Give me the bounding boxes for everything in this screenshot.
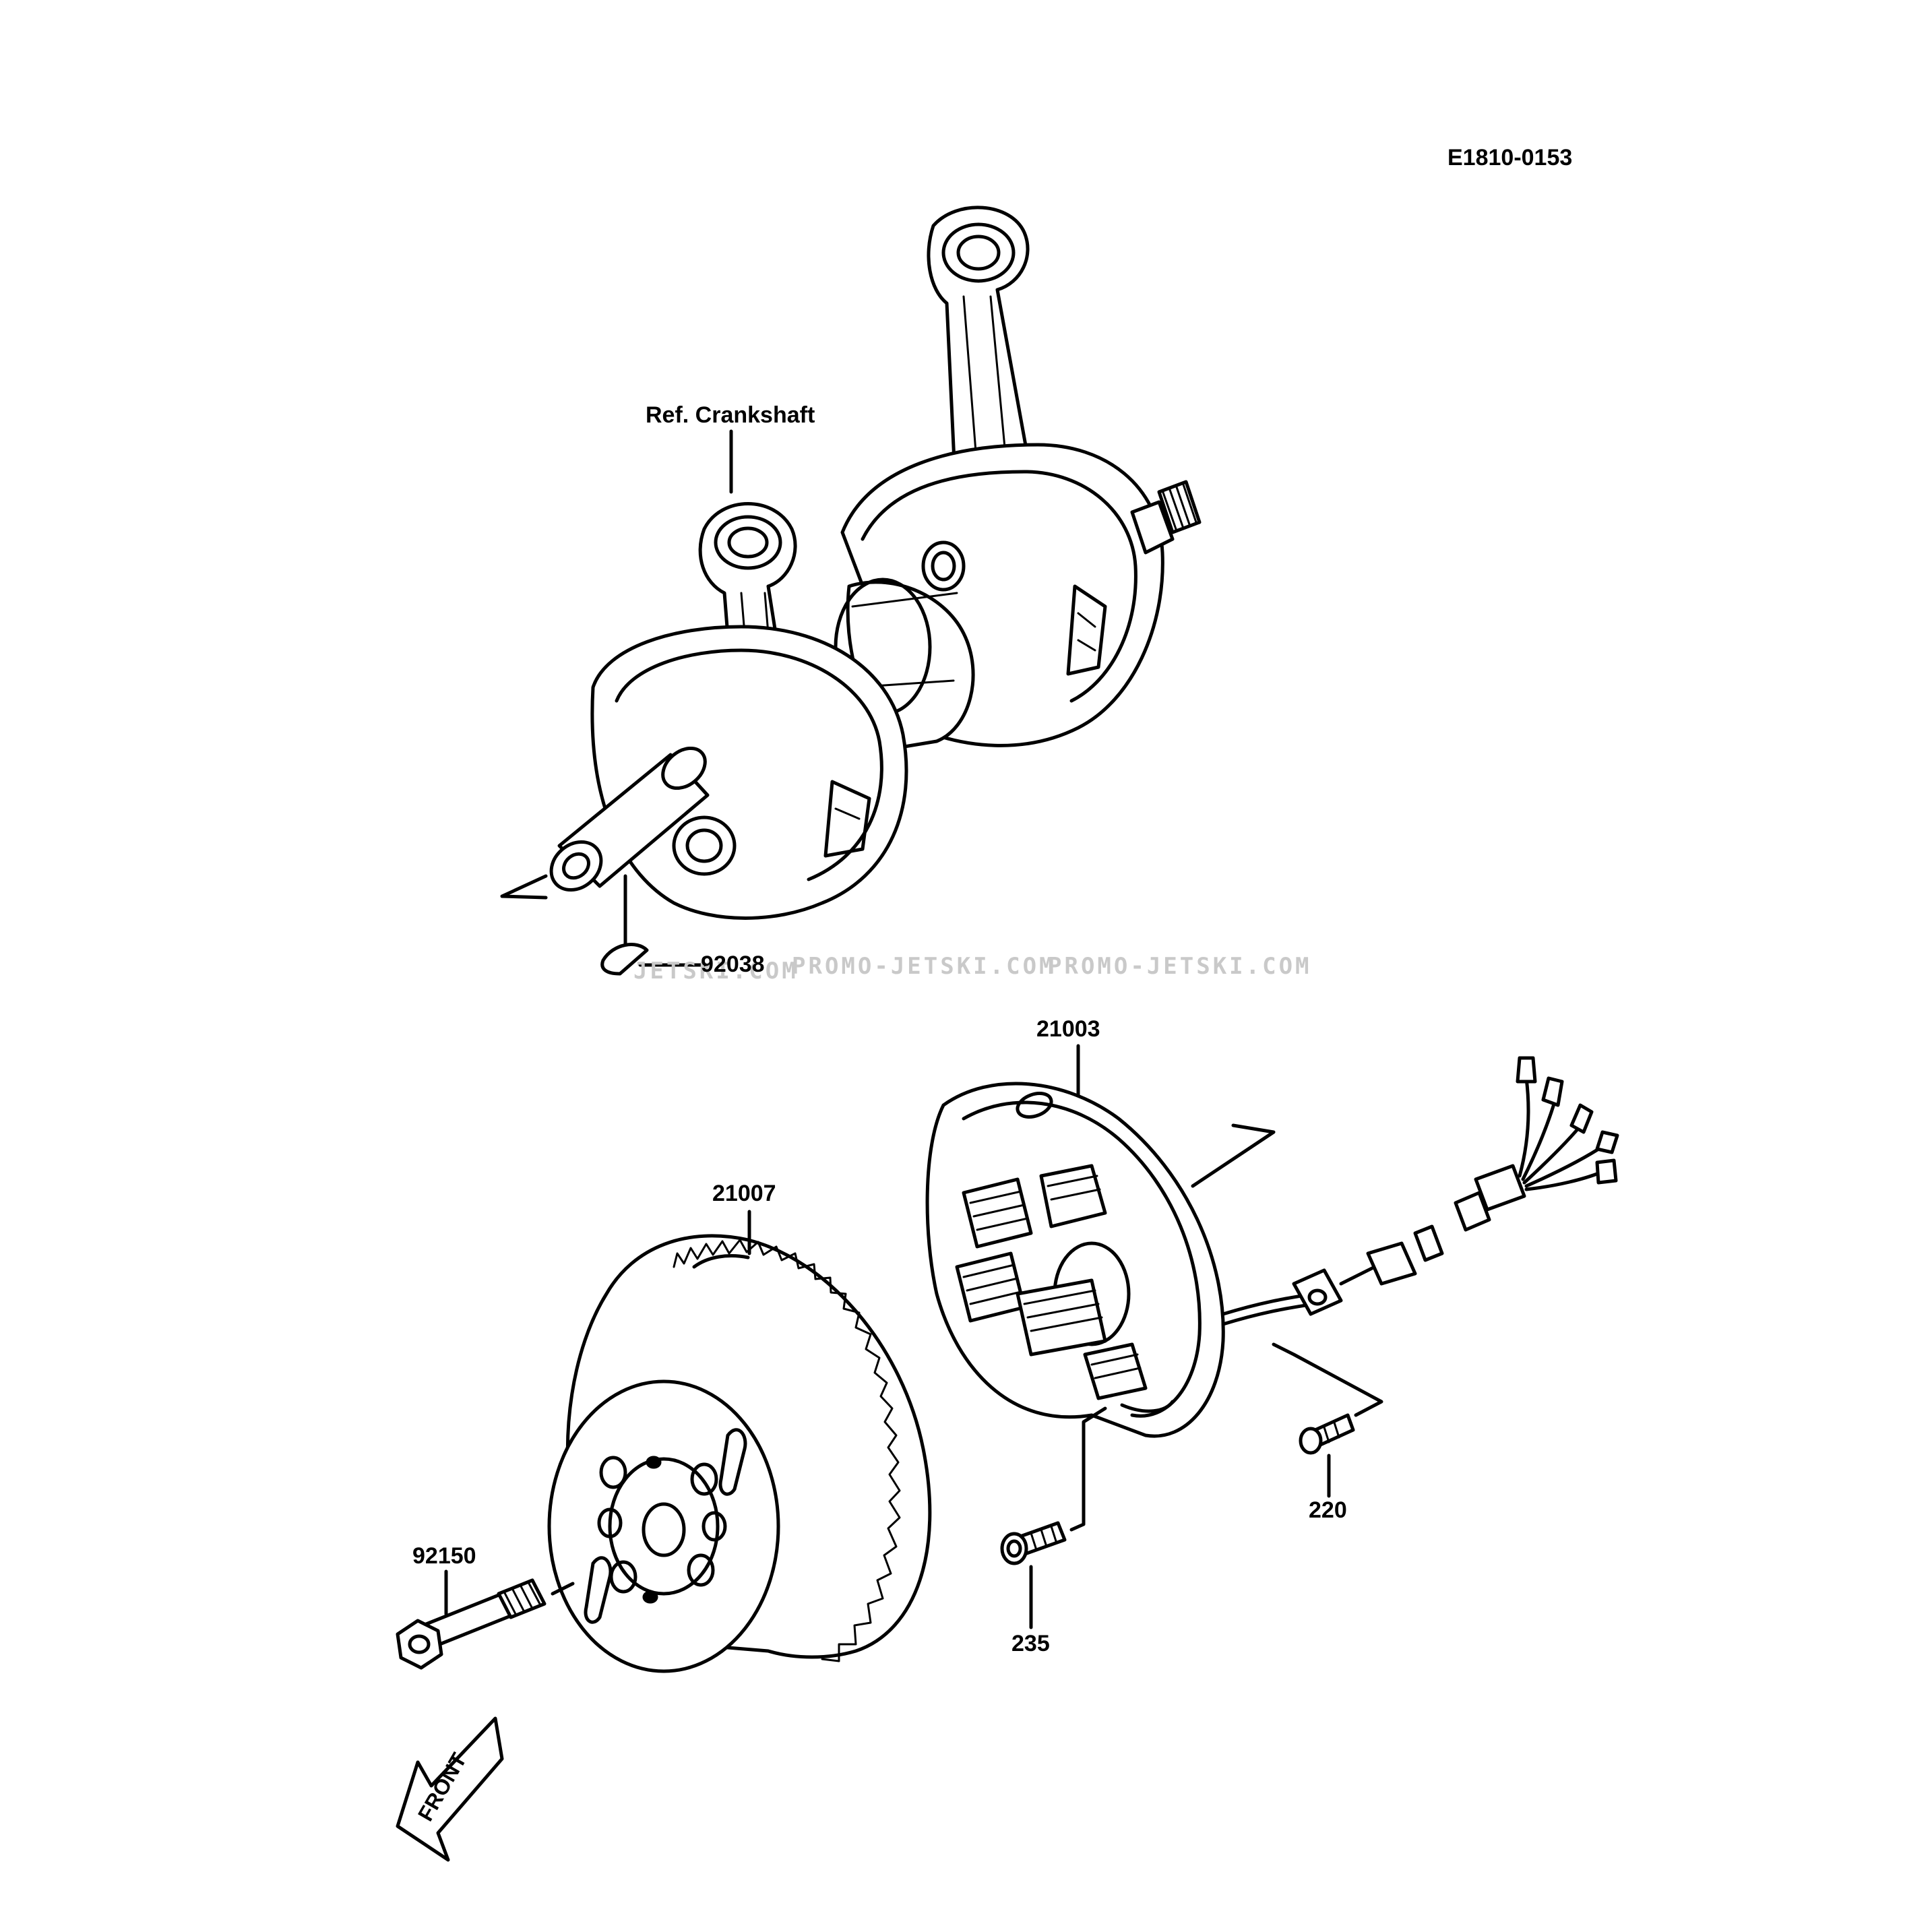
grommet-screw-drawing xyxy=(1272,1342,1383,1455)
stator-drawing xyxy=(925,1056,1619,1438)
watermark-1: PROMO-JETSKI.COM xyxy=(792,953,1056,980)
flywheel-label: 21007 xyxy=(712,1181,776,1206)
stator-screw-drawing xyxy=(1000,1406,1107,1565)
front-direction-arrow: FRONT xyxy=(396,1716,504,1862)
watermark-partial: JETSKI.COM xyxy=(633,958,799,985)
key-part xyxy=(600,874,706,976)
diagram-code: E1810-0153 xyxy=(1447,145,1572,170)
ref-crankshaft-label: Ref. Crankshaft xyxy=(646,402,815,428)
watermark-2: PROMO-JETSKI.COM xyxy=(1048,953,1312,980)
crankshaft-drawing xyxy=(500,206,1202,920)
grommet-screw-label: 220 xyxy=(1309,1497,1347,1523)
stator-screw-label: 235 xyxy=(1011,1631,1050,1656)
flywheel-bolt-label: 92150 xyxy=(412,1543,476,1569)
flywheel-bolt-drawing xyxy=(396,1578,575,1670)
stator-label: 21003 xyxy=(1036,1016,1100,1042)
key-label: 92038 xyxy=(701,952,765,977)
flywheel-drawing xyxy=(547,1234,932,1673)
